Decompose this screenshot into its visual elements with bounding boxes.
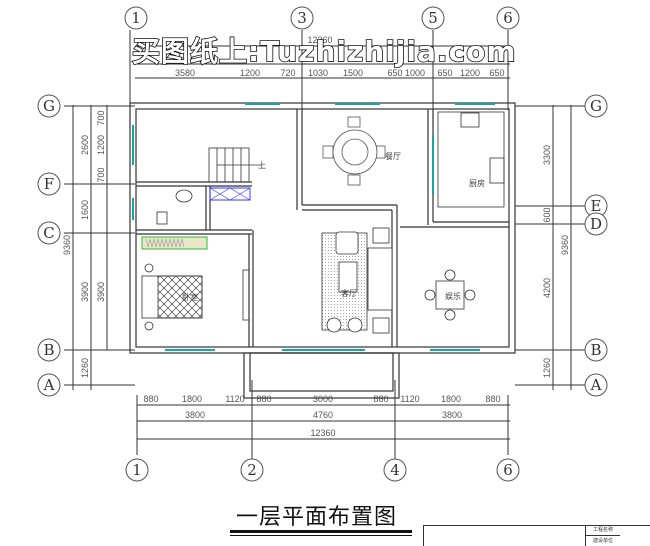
dim-text: 1260 (542, 358, 552, 378)
dim-text: 880 (143, 394, 158, 404)
dim-text: 1120 (400, 394, 419, 404)
dim-text: 650 (489, 68, 504, 78)
stair-up-label: 上 (258, 161, 266, 170)
dim-text: 650 (437, 68, 452, 78)
dim-text: 3580 (175, 68, 195, 78)
wardrobe (209, 187, 251, 201)
toilet (156, 211, 168, 225)
dim-text: 3900 (96, 282, 106, 302)
dim-text: 1200 (460, 68, 480, 78)
room-label-kitchen: 厨房 (469, 178, 485, 188)
windows (132, 103, 495, 351)
axis-top-1: 1 (131, 9, 141, 27)
living-room-furniture (321, 227, 393, 334)
entertainment-table (424, 269, 476, 321)
watermark: 买图纸上:Tuzhizhijia.com (131, 34, 517, 69)
room-label-living: 客厅 (341, 288, 357, 298)
dim-text: 880 (256, 394, 271, 404)
dim-text: 3800 (442, 410, 462, 420)
axis-right-A: A (590, 376, 602, 394)
dim-text: 1200 (240, 68, 260, 78)
dining-table (322, 116, 386, 186)
axis-bottom-1: 1 (132, 461, 142, 479)
dim-text: 3900 (80, 282, 90, 302)
dim-text: 4760 (313, 410, 333, 420)
dim-text: 1000 (405, 68, 425, 78)
axis-bottom-6: 6 (503, 461, 513, 479)
dim-text: 1260 (80, 358, 90, 378)
dim-text: 720 (280, 68, 295, 78)
axis-top-3: 3 (297, 9, 307, 27)
dim-top-total: 12360 (307, 35, 332, 45)
room-label-dining: 餐厅 (385, 152, 401, 161)
axis-left-F: F (44, 175, 54, 193)
title-underline (230, 530, 412, 533)
dim-text: 9360 (560, 235, 570, 255)
dim-text: 700 (96, 167, 106, 182)
dim-text: 1600 (80, 200, 90, 220)
dim-text: 1800 (441, 394, 461, 404)
dim-text: 4200 (542, 278, 552, 298)
dim-text: 1200 (96, 135, 106, 155)
dim-text: 2600 (80, 135, 90, 155)
dim-text: 1120 (225, 394, 244, 404)
room-label-entertainment: 娱乐 (445, 291, 461, 301)
axis-bottom-2: 2 (247, 461, 257, 479)
dim-text: 3000 (313, 394, 333, 404)
axis-left-C: C (43, 224, 54, 242)
axis-bottom-4: 4 (390, 461, 400, 479)
dim-text: 9360 (62, 235, 72, 255)
dim-text: 3800 (185, 410, 205, 420)
dim-text: 1030 (308, 68, 328, 78)
staircase (208, 147, 262, 183)
kitchen-counter (437, 111, 505, 208)
dim-text: 1500 (343, 68, 363, 78)
dim-text: 1800 (182, 394, 202, 404)
dim-text: 880 (373, 394, 388, 404)
axis-right-G: G (590, 97, 602, 115)
dim-text: 3300 (542, 145, 552, 165)
axis-right-B: B (590, 341, 601, 359)
axis-right-D: D (590, 215, 602, 233)
title-block (423, 525, 650, 546)
dim-text: 650 (387, 68, 402, 78)
drawing-title: 一层平面布置图 (236, 505, 398, 530)
axis-left-G: G (43, 97, 55, 115)
title-block-project-name: 工程名称 (585, 525, 620, 536)
title-underline-thin (230, 535, 412, 536)
dim-text: 600 (542, 207, 552, 222)
bed (141, 263, 203, 331)
washbasin (175, 189, 193, 203)
dim-text: 700 (96, 110, 106, 125)
dim-text: 12360 (310, 428, 335, 438)
axis-right-E: E (591, 197, 602, 215)
room-label-bedroom: 卧室 (182, 292, 198, 302)
axis-top-6: 6 (503, 9, 513, 27)
dim-text: 880 (485, 394, 500, 404)
axis-left-B: B (43, 341, 54, 359)
title-block-unit: 建设单位 (585, 536, 620, 546)
axis-left-A: A (43, 376, 55, 394)
closet (141, 236, 208, 250)
walls (129, 102, 516, 399)
axis-top-5: 5 (428, 9, 438, 27)
